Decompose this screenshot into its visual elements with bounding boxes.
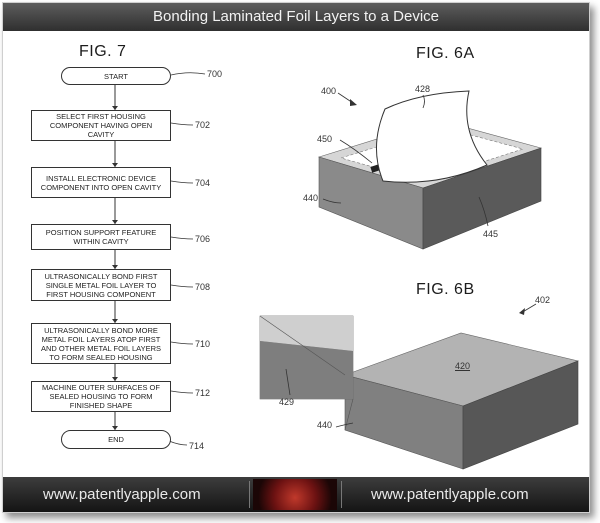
fig7-label: FIG. 7 — [79, 43, 127, 60]
flow-step-712: MACHINE OUTER SURFACES OF SEALED HOUSING… — [31, 381, 171, 412]
fig6a-foil-layer — [375, 90, 488, 183]
fig6a-device — [317, 90, 543, 250]
image-frame: Bonding Laminated Foil Layers to a Devic… — [2, 2, 590, 513]
ref-704: 704 — [195, 178, 211, 188]
diagram-lines — [112, 72, 580, 470]
ref-712: 712 — [195, 388, 211, 398]
flow-step-706-text: POSITION SUPPORT FEATURE WITHIN CAVITY — [45, 228, 157, 246]
fig6b-inset-body — [260, 341, 353, 399]
flow-step-702: SELECT FIRST HOUSING COMPONENT HAVING OP… — [31, 110, 171, 141]
ref-428: 428 — [415, 84, 431, 94]
flow-end: END — [61, 430, 171, 449]
flow-step-708: ULTRASONICALLY BOND FIRST SINGLE METAL F… — [31, 269, 171, 301]
fig6a-label: FIG. 6A — [416, 45, 475, 62]
ref-714: 714 — [189, 441, 205, 451]
ref-708: 708 — [195, 282, 211, 292]
flow-arrowheads — [112, 106, 118, 430]
flow-end-text: END — [108, 435, 124, 444]
footer-url-left: www.patentlyapple.com — [43, 486, 201, 503]
ref-710: 710 — [195, 339, 211, 349]
fig6a-ref-leaders — [322, 92, 489, 227]
flow-step-710: ULTRASONICALLY BOND MORE METAL FOIL LAYE… — [31, 323, 171, 364]
ref-702: 702 — [195, 120, 211, 130]
footer-bar: www.patentlyapple.com www.patentlyapple.… — [3, 477, 589, 512]
flow-step-704-text: INSTALL ELECTRONIC DEVICE COMPONENT INTO… — [40, 173, 162, 192]
fig6a-side-face — [422, 147, 542, 250]
patent-figures: FIG. 7 — [3, 31, 589, 477]
footer-divider-right — [341, 481, 342, 508]
footer-url-right: www.patentlyapple.com — [371, 486, 529, 503]
fig6a-arrow-400 — [350, 99, 357, 106]
ref-400: 400 — [321, 86, 337, 96]
fig6b-device — [259, 315, 580, 470]
fig6b-arrow-402 — [519, 308, 525, 315]
flow-step-704: INSTALL ELECTRONIC DEVICE COMPONENT INTO… — [31, 167, 171, 198]
flow-start-text: START — [104, 71, 128, 81]
fig6b-side-face — [462, 360, 579, 470]
flow-step-706: POSITION SUPPORT FEATURE WITHIN CAVITY — [31, 224, 171, 250]
fig6b-label: FIG. 6B — [416, 281, 475, 298]
ref-450: 450 — [317, 134, 333, 144]
ref-402: 402 — [535, 295, 551, 305]
page-title: Bonding Laminated Foil Layers to a Devic… — [153, 8, 439, 25]
fig6b-inset-callout-bottom — [344, 398, 354, 431]
flow-step-702-text: SELECT FIRST HOUSING COMPONENT HAVING OP… — [49, 112, 153, 139]
fig6b-inset-laminate — [260, 316, 353, 351]
ref-440-6b: 440 — [317, 420, 333, 430]
ref-445: 445 — [483, 229, 499, 239]
ref-420: 420 — [455, 361, 471, 371]
ref-706: 706 — [195, 234, 211, 244]
footer-divider-left — [249, 481, 250, 508]
ref-429: 429 — [279, 397, 295, 407]
patentlyapple-logo — [253, 479, 337, 510]
title-bar: Bonding Laminated Foil Layers to a Devic… — [3, 3, 589, 31]
ref-700: 700 — [207, 69, 223, 79]
fig6b-inset-callout-top — [259, 315, 346, 376]
flow-start: START — [61, 67, 171, 85]
ref-440-6a: 440 — [303, 193, 319, 203]
flow-step-712-text: MACHINE OUTER SURFACES OF SEALED HOUSING… — [42, 383, 160, 410]
flow-step-710-text: ULTRASONICALLY BOND MORE METAL FOIL LAYE… — [40, 325, 162, 362]
flow-step-708-text: ULTRASONICALLY BOND FIRST SINGLE METAL F… — [44, 271, 158, 299]
